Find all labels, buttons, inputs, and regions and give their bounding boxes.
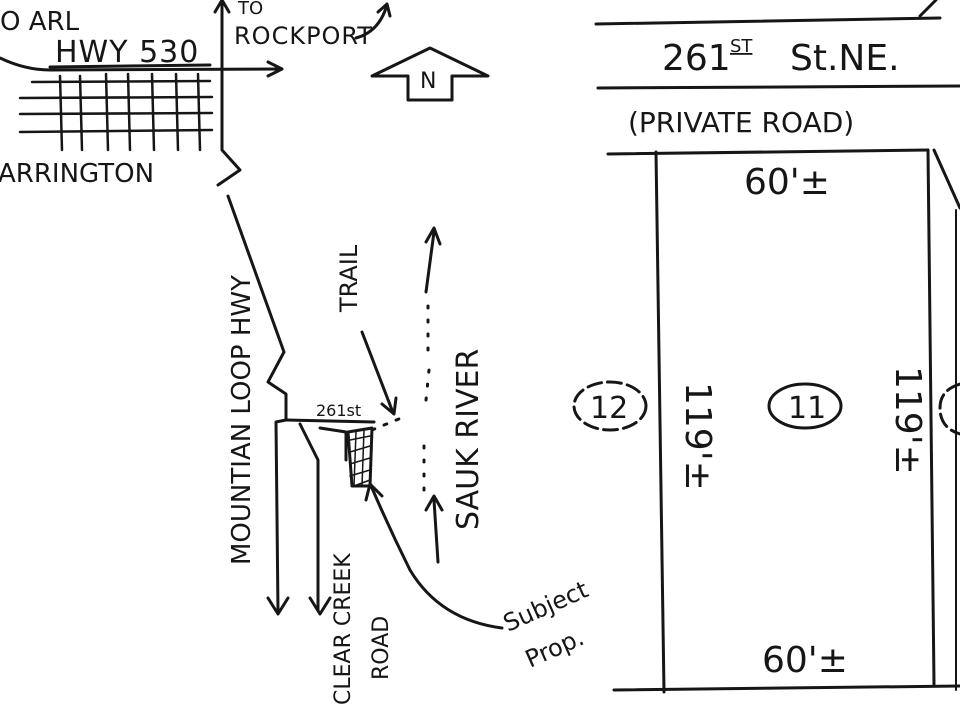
vicinity-map: O ARL HWY 530 TO ROCKPORT xyxy=(0,0,592,705)
lot-right-line xyxy=(926,148,936,686)
left-dimension: 119'± xyxy=(677,382,718,491)
adjacent-lot-diagonal xyxy=(932,148,960,210)
to-label: TO xyxy=(237,0,263,19)
mountain-loop-label: MOUNTIAN LOOP HWY xyxy=(227,275,257,565)
east-arrowhead xyxy=(266,60,284,78)
small-street-line xyxy=(284,418,376,424)
street-name-suffix: ST xyxy=(730,36,753,57)
subject-label-2: Prop. xyxy=(521,623,588,673)
street-bottom-line xyxy=(596,84,960,90)
river-line-lower xyxy=(432,498,440,564)
trail-arrow xyxy=(360,330,394,412)
north-arrow: N xyxy=(370,46,490,102)
town-label: ARRINGTON xyxy=(0,159,154,189)
south-arrowhead xyxy=(266,596,290,616)
right-dimension: 119'± xyxy=(887,366,928,475)
street-name-number: 261 xyxy=(662,38,731,79)
rockport-curve-arrow xyxy=(354,6,388,40)
lot-left-number: 12 xyxy=(590,391,628,426)
lot-bottom-line xyxy=(612,684,960,692)
trail-arrowhead xyxy=(380,396,398,416)
lot-right-circle-partial xyxy=(938,382,960,436)
road-label: ROAD xyxy=(369,616,394,680)
clear-creek-road-west xyxy=(298,422,320,612)
river-line-upper xyxy=(424,230,436,294)
clear-creek-label: CLEAR CREEK xyxy=(331,553,356,705)
river-arrowhead-upper xyxy=(424,226,442,246)
clear-creek-road-east xyxy=(318,426,348,462)
street-name-rest: St.NE. xyxy=(790,38,900,79)
street-top-line xyxy=(594,0,942,26)
lot-plat: 261 ST St.NE. (PRIVATE ROAD) 60'± 60'± 1… xyxy=(572,0,960,694)
lot-top-line xyxy=(606,148,930,156)
top-left-fragment: O ARL xyxy=(0,7,80,37)
trail-dots xyxy=(370,414,408,432)
river-arrowhead-lower xyxy=(424,494,444,512)
private-road-label: (PRIVATE ROAD) xyxy=(628,106,854,139)
rockport-arrowhead xyxy=(213,0,231,14)
rockport-label: ROCKPORT xyxy=(234,22,373,50)
lot-self-circle xyxy=(767,382,843,430)
top-dimension: 60'± xyxy=(744,162,830,203)
north-label: N xyxy=(420,69,436,94)
lot-left-circle xyxy=(572,380,648,432)
small-street-label: 261st xyxy=(316,401,361,420)
rockport-road xyxy=(216,2,242,187)
subject-leader-arrowhead xyxy=(364,482,384,502)
river-dashes-middle xyxy=(424,358,432,402)
highway-line xyxy=(0,56,280,72)
subject-leader xyxy=(370,486,504,630)
rockport-curve-arrowhead xyxy=(376,2,392,18)
highway-underline xyxy=(48,63,212,69)
lot-self-number: 11 xyxy=(788,391,826,426)
clear-creek-arrowhead xyxy=(308,596,332,616)
mountain-loop-road xyxy=(226,194,288,614)
lot-left-line xyxy=(654,150,666,694)
town-grid xyxy=(18,72,214,152)
river-label: SAUK RIVER xyxy=(451,349,486,530)
bottom-dimension: 60'± xyxy=(762,640,848,681)
trail-label: TRAIL xyxy=(335,244,363,313)
subject-parcel xyxy=(346,426,374,488)
